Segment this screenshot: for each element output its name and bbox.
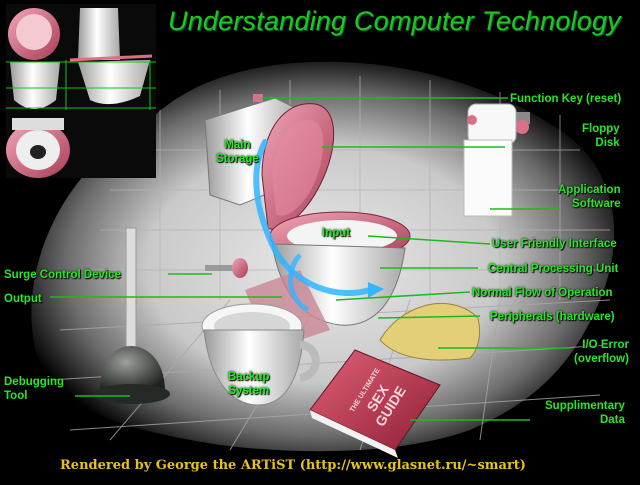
label-central-processing-unit: Central Processing Unit [488, 263, 619, 275]
label-output: Output [4, 293, 42, 305]
label-surge-control-device: Surge Control Device [4, 269, 121, 281]
label-main-storage: Main Storage [216, 139, 259, 165]
label-normal-flow: Normal Flow of Operation [472, 287, 613, 299]
potty-icon [201, 303, 320, 406]
page-title: Understanding Computer Technology [168, 6, 621, 36]
label-input: Input [322, 227, 351, 239]
label-application-software: Application Software [558, 184, 621, 210]
surge-control-pipe [205, 258, 248, 278]
label-peripherals: Peripherals (hardware) [490, 311, 615, 323]
label-user-friendly-interface: User Friendly Interface [492, 238, 617, 250]
label-io-error: I/O Error (overflow) [574, 339, 629, 365]
toilet-paper-icon [463, 103, 530, 217]
label-function-key: Function Key (reset) [510, 93, 622, 105]
label-backup-system: Backup System [228, 371, 270, 397]
book-icon [309, 349, 441, 458]
leader-lines [50, 97, 570, 421]
plunger-icon [94, 227, 170, 404]
credit-line: Rendered by George the ARTiST (http://ww… [60, 458, 526, 473]
toilet-icon [204, 94, 411, 350]
label-debugging-tool: Debugging Tool [4, 376, 65, 402]
label-supplimentary-data: Supplimentary Data [545, 400, 625, 426]
label-floppy-disk: Floppy Disk [582, 123, 620, 149]
blueprint-views [6, 4, 156, 178]
